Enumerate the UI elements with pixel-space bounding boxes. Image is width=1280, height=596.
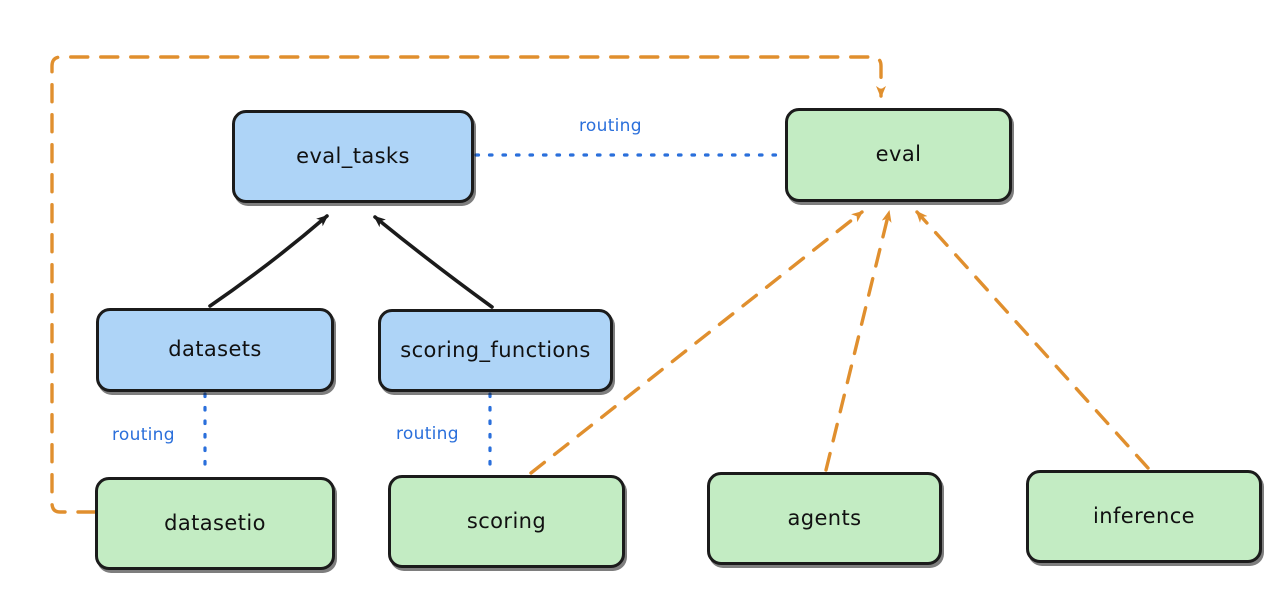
node-scoring-functions[interactable]: scoring_functions bbox=[378, 309, 613, 392]
node-eval-tasks[interactable]: eval_tasks bbox=[232, 110, 474, 203]
node-label-eval: eval bbox=[875, 142, 922, 167]
node-datasets[interactable]: datasets bbox=[96, 308, 334, 392]
node-label-scoring: scoring bbox=[466, 508, 547, 533]
node-inference[interactable]: inference bbox=[1026, 470, 1262, 563]
node-label-agents: agents bbox=[787, 505, 862, 530]
edge-datasets-eval-tasks bbox=[208, 214, 329, 308]
node-agents[interactable]: agents bbox=[707, 472, 942, 565]
node-eval[interactable]: eval bbox=[785, 108, 1012, 202]
node-label-inference: inference bbox=[1093, 503, 1195, 528]
node-datasetio[interactable]: datasetio bbox=[95, 477, 335, 570]
node-label-datasets: datasets bbox=[168, 337, 262, 362]
edge-label-routing-datasets: routing bbox=[112, 425, 175, 445]
node-label-eval-tasks: eval_tasks bbox=[296, 143, 410, 168]
node-label-datasetio: datasetio bbox=[164, 510, 266, 535]
node-scoring[interactable]: scoring bbox=[388, 475, 625, 568]
edge-label-routing-eval-tasks: routing bbox=[579, 116, 642, 136]
edge-agents-eval bbox=[824, 210, 892, 472]
node-label-scoring-functions: scoring_functions bbox=[400, 337, 591, 362]
edge-inference-eval bbox=[915, 210, 1150, 470]
edge-label-routing-scoring-functions: routing bbox=[396, 424, 459, 444]
edge-scoring-functions-eval-tasks bbox=[373, 215, 494, 309]
